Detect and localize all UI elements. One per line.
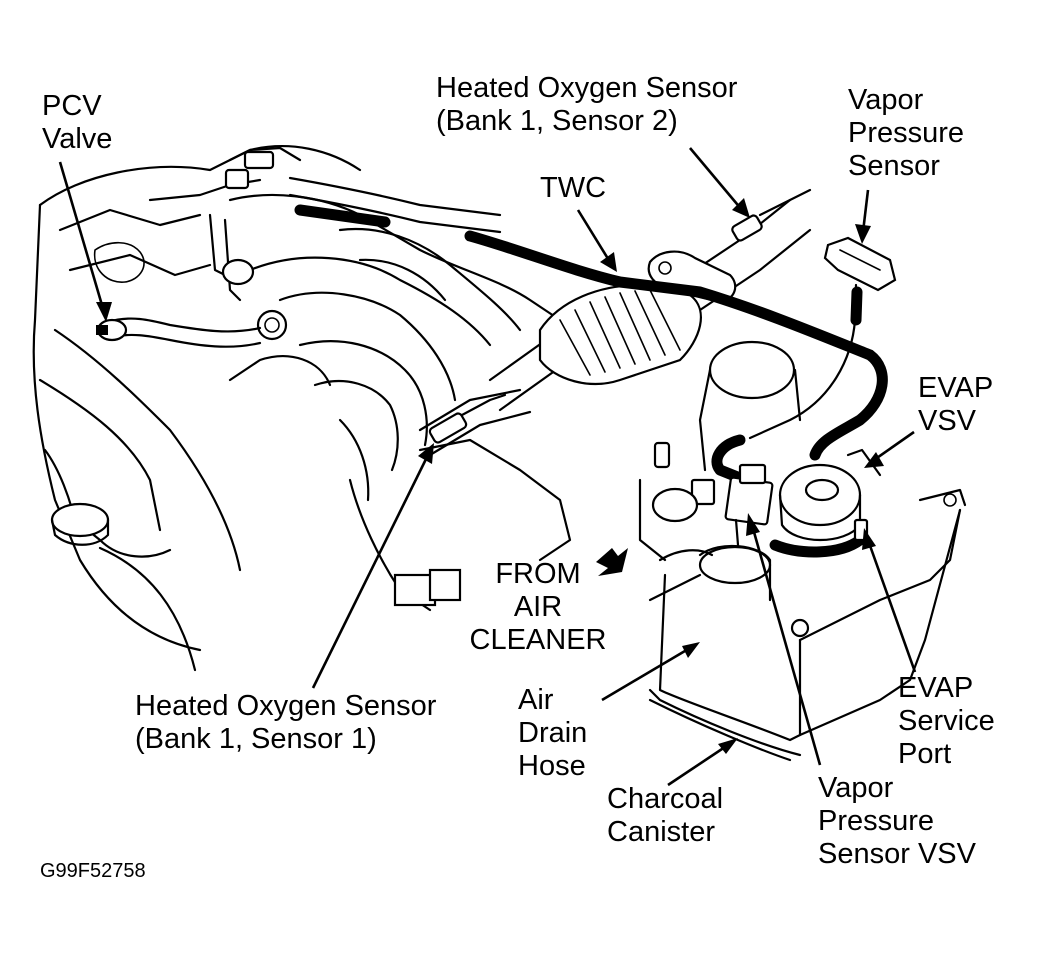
label-heated-oxygen-sensor-bank1-sensor2: Heated Oxygen Sensor (Bank 1, Sensor 2) bbox=[436, 72, 738, 137]
label-charcoal-canister: Charcoal Canister bbox=[607, 783, 724, 848]
engine-block bbox=[32, 144, 362, 672]
label-from-air-cleaner: FROM AIR CLEANER bbox=[469, 558, 607, 656]
o2-sensor-1 bbox=[428, 393, 507, 444]
pcv-valve-assembly bbox=[96, 317, 262, 348]
label-pcv-valve: PCV Valve bbox=[42, 90, 113, 155]
label-vapor-pressure-sensor-vsv: Vapor Pressure Sensor VSV bbox=[818, 772, 976, 870]
label-evap-service-port: EVAP Service Port bbox=[898, 672, 995, 770]
wire-harness bbox=[294, 204, 888, 558]
figure-code: G99F52758 bbox=[40, 860, 146, 882]
label-twc: TWC bbox=[540, 172, 607, 204]
leader-lines bbox=[58, 147, 917, 787]
label-evap-vsv: EVAP VSV bbox=[918, 372, 994, 437]
label-heated-oxygen-sensor-bank1-sensor1: Heated Oxygen Sensor (Bank 1, Sensor 1) bbox=[135, 690, 437, 755]
intake-manifold bbox=[228, 193, 572, 612]
o2-sensor-2 bbox=[731, 188, 812, 242]
vacuum-lines bbox=[148, 146, 502, 302]
bracket bbox=[638, 340, 802, 562]
vapor-pressure-sensor bbox=[748, 236, 897, 440]
charcoal-canister bbox=[648, 488, 967, 762]
label-vapor-pressure-sensor: Vapor Pressure Sensor bbox=[848, 84, 965, 182]
evap-vsv-body bbox=[690, 448, 882, 547]
label-air-drain-hose: Air Drain Hose bbox=[518, 684, 588, 782]
